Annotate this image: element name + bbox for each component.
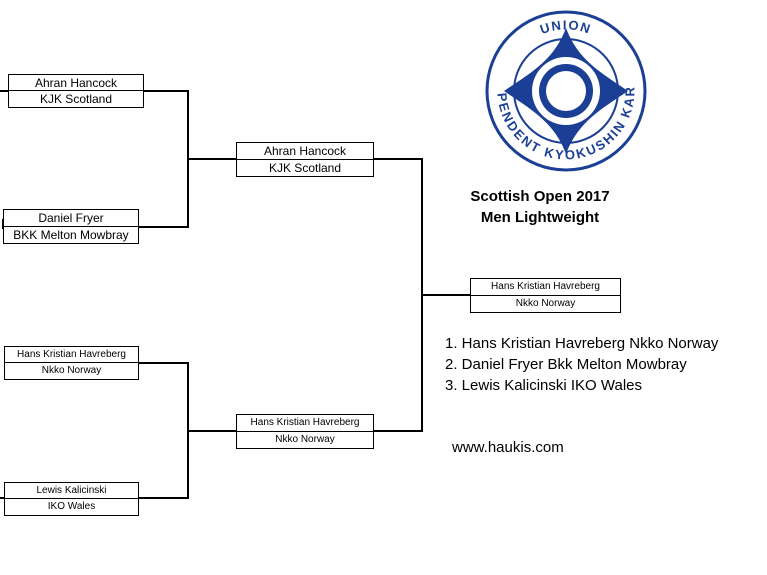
competitor-name: Ahran Hancock [237, 143, 373, 160]
results-list: 1. Hans Kristian Havreberg Nkko Norway 2… [445, 333, 718, 396]
bracket-line [188, 158, 236, 160]
bracket-entry-r1-4: Lewis Kalicinski IKO Wales [4, 482, 139, 516]
competitor-club: Nkko Norway [515, 297, 576, 309]
bracket-line [138, 226, 188, 228]
competitor-name: Hans Kristian Havreberg [237, 415, 373, 432]
competitor-club: Nkko Norway [275, 433, 335, 445]
bracket-line [138, 497, 188, 499]
bracket-entry-r2-1: Ahran Hancock KJK Scotland [236, 142, 374, 177]
bracket-entry-r1-2: Daniel Fryer BKK Melton Mowbray [3, 209, 139, 244]
bracket-line [373, 158, 422, 160]
competitor-name: Lewis Kalicinski [5, 483, 138, 499]
logo: INDEPENDENT KYOKUSHIN KARATE UNION [477, 0, 650, 179]
bracket-line [0, 90, 8, 92]
bracket-line [373, 430, 422, 432]
competitor-club: KJK Scotland [39, 92, 113, 106]
bracket-line [188, 430, 236, 432]
website-text: www.haukis.com [452, 439, 564, 456]
competitor-name: Hans Kristian Havreberg [5, 347, 138, 363]
bracket-entry-r2-2: Hans Kristian Havreberg Nkko Norway [236, 414, 374, 449]
competitor-club: BKK Melton Mowbray [13, 227, 129, 242]
bracket-entry-r1-3: Hans Kristian Havreberg Nkko Norway [4, 346, 139, 380]
competitor-club: KJK Scotland [268, 160, 342, 175]
competitor-name: Hans Kristian Havreberg [471, 279, 620, 296]
bracket-line [0, 497, 5, 499]
competitor-name: Ahran Hancock [9, 75, 143, 91]
competitor-name: Daniel Fryer [4, 210, 138, 227]
competitor-club: IKO Wales [47, 501, 96, 512]
bracket-line [143, 90, 188, 92]
result-item: 1. Hans Kristian Havreberg Nkko Norway [445, 335, 719, 352]
result-item: 2. Daniel Fryer Bkk Melton Mowbray [445, 356, 687, 373]
bracket-line [422, 294, 471, 296]
bracket-line [138, 362, 188, 364]
competitor-club: Nkko Norway [41, 365, 102, 376]
event-title: Scottish Open 2017 [470, 188, 610, 205]
result-item: 3. Lewis Kalicinski IKO Wales [445, 377, 643, 394]
bracket-winner: Hans Kristian Havreberg Nkko Norway [470, 278, 621, 313]
logo-text: UNION [538, 17, 594, 37]
event-subtitle: Men Lightweight [480, 209, 600, 226]
kanku-emblem-icon: INDEPENDENT KYOKUSHIN KARATE UNION [477, 0, 647, 172]
bracket-entry-r1-1: Ahran Hancock KJK Scotland [8, 74, 144, 108]
